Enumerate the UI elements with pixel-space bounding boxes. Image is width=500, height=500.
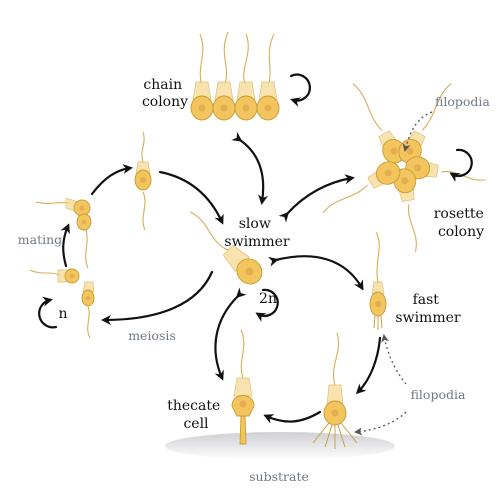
arrow-haploid-to-slow [158, 170, 224, 225]
fast-swimmer-label: fast swimmer [395, 292, 460, 326]
filopodia-bottom-label: filopodia [411, 387, 466, 402]
arrow-slow-chain [231, 131, 269, 205]
chain-colony-cells [190, 31, 280, 121]
arrow-slow-rosette [278, 174, 355, 223]
slow-swimmer-cell [189, 211, 263, 285]
thecate-cell-label: thecate cell [167, 398, 224, 432]
rosette-colony-label: rosette colony [434, 206, 489, 240]
mating-label: mating [18, 232, 62, 247]
haploid-self-arrow [38, 296, 58, 329]
haploid-cell-bottom [81, 281, 95, 339]
haploid-cell-left [29, 268, 80, 284]
chain-colony-label: chain colony [142, 77, 188, 110]
arrow-slow-thecate [214, 287, 247, 381]
mating-cell-pair [35, 197, 92, 269]
arrow-fast-settled [355, 336, 382, 395]
substrate-surface [165, 432, 395, 460]
diploid-self-arrow [255, 288, 279, 322]
meiosis-label: meiosis [128, 328, 176, 343]
haploid-label: n [58, 306, 67, 322]
slow-swimmer-label: slow swimmer [224, 216, 289, 250]
arrow-fused-to-mating [60, 223, 70, 268]
rosette-colony-self-arrow [449, 148, 473, 182]
substrate-label: substrate [249, 469, 309, 484]
arrow-mating-to-haploid [90, 164, 133, 196]
arrow-settled-thecate [263, 410, 322, 424]
diploid-label: 2n [259, 291, 277, 307]
arrow-slow-meiosis [101, 270, 214, 325]
filopodia-bottom-pointer-b [354, 411, 407, 436]
haploid-cell-top [134, 131, 152, 231]
chain-colony-self-arrow [289, 73, 311, 107]
settled-cell [312, 332, 358, 449]
arrow-slow-fast [267, 255, 364, 291]
rosette-colony-cells [322, 83, 486, 253]
filopodia-top-label: filopodia [435, 94, 490, 109]
filopodia-bottom-pointer-a [381, 334, 407, 385]
thecate-cell [231, 329, 255, 445]
fast-swimmer-cell [369, 231, 387, 330]
